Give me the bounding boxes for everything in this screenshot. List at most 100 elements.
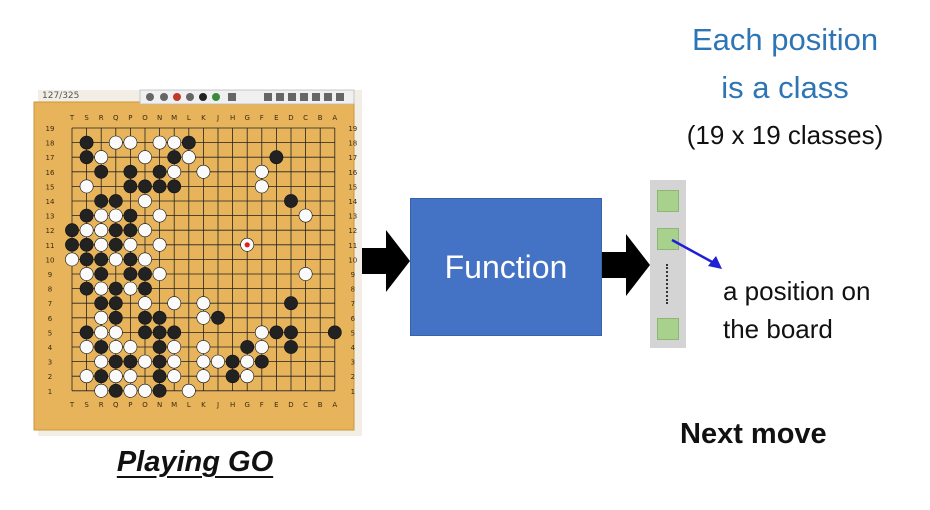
toolbar-icon xyxy=(146,93,154,101)
row-label: 1 xyxy=(48,388,52,396)
col-label: H xyxy=(230,401,235,409)
last-move-marker xyxy=(244,242,250,248)
col-label: A xyxy=(332,401,337,409)
black-stone xyxy=(94,194,109,208)
white-stone xyxy=(123,383,138,398)
col-label: M xyxy=(171,401,177,409)
toolbar-icon xyxy=(336,93,344,101)
white-stone xyxy=(196,296,211,311)
row-label: 4 xyxy=(48,344,53,352)
black-stone xyxy=(123,354,138,369)
col-label: A xyxy=(332,114,337,122)
black-stone xyxy=(79,281,94,296)
white-stone xyxy=(108,369,123,384)
row-label: 11 xyxy=(46,242,55,250)
white-stone xyxy=(94,150,109,165)
white-stone xyxy=(65,252,79,267)
row-label: 11 xyxy=(348,242,357,250)
col-label: J xyxy=(216,401,219,409)
black-stone xyxy=(108,194,123,208)
black-stone xyxy=(269,150,284,165)
col-label: E xyxy=(274,114,278,122)
white-stone xyxy=(138,150,152,165)
white-stone xyxy=(94,281,109,296)
toolbar-icon xyxy=(264,93,272,101)
black-stone xyxy=(138,325,152,340)
black-stone xyxy=(79,150,94,165)
white-stone xyxy=(254,164,269,179)
col-label: T xyxy=(69,401,75,409)
row-label: 7 xyxy=(48,300,52,308)
white-stone xyxy=(94,237,109,252)
black-stone xyxy=(152,325,167,340)
black-stone xyxy=(152,354,167,369)
black-stone xyxy=(167,325,182,340)
black-stone xyxy=(254,354,269,369)
ellipsis-dots xyxy=(666,264,672,304)
board-toolbar xyxy=(139,89,355,105)
input-arrow xyxy=(362,230,410,292)
white-stone xyxy=(167,135,182,150)
output-arrow xyxy=(602,234,650,296)
white-stone xyxy=(79,369,94,384)
white-stone xyxy=(108,208,123,223)
toolbar-icon xyxy=(276,93,284,101)
black-stone xyxy=(152,340,167,354)
white-stone xyxy=(108,135,123,150)
col-label: R xyxy=(99,114,104,122)
col-label: G xyxy=(244,114,249,122)
black-stone xyxy=(225,369,240,384)
black-stone xyxy=(152,179,167,194)
black-stone xyxy=(79,325,94,340)
white-stone xyxy=(254,340,269,354)
white-stone xyxy=(196,354,211,369)
black-stone xyxy=(94,164,109,179)
col-label: L xyxy=(187,401,191,409)
white-stone xyxy=(167,354,182,369)
row-label: 8 xyxy=(48,286,52,294)
black-stone xyxy=(123,223,138,238)
black-stone xyxy=(79,135,94,150)
col-label: K xyxy=(201,401,206,409)
black-stone xyxy=(138,310,152,325)
col-label: T xyxy=(69,114,75,122)
black-stone xyxy=(284,340,298,354)
col-label: N xyxy=(157,114,162,122)
row-label: 16 xyxy=(348,169,357,177)
toolbar-icon xyxy=(228,93,236,101)
col-label: D xyxy=(288,401,293,409)
white-stone xyxy=(167,164,182,179)
annotation-line-1: a position on xyxy=(723,276,871,306)
subtitle: (19 x 19 classes) xyxy=(686,120,884,150)
row-label: 18 xyxy=(46,140,55,148)
input-caption: Playing GO xyxy=(60,446,330,479)
annotation-line-2: the board xyxy=(723,314,833,344)
row-label: 19 xyxy=(348,125,357,133)
row-label: 15 xyxy=(46,183,55,191)
white-stone xyxy=(152,135,167,150)
row-label: 12 xyxy=(348,227,357,235)
toolbar-icon xyxy=(212,93,220,101)
col-label: F xyxy=(260,401,264,409)
black-stone xyxy=(152,310,167,325)
white-stone xyxy=(298,208,313,223)
col-label: P xyxy=(128,114,132,122)
col-label: H xyxy=(230,114,235,122)
row-label: 18 xyxy=(348,140,357,148)
black-stone xyxy=(108,281,123,296)
col-label: R xyxy=(99,401,104,409)
black-stone xyxy=(152,164,167,179)
row-label: 4 xyxy=(351,344,356,352)
black-stone xyxy=(79,252,94,267)
toolbar-icon xyxy=(312,93,320,101)
col-label: C xyxy=(303,401,308,409)
col-label: L xyxy=(187,114,191,122)
col-label: O xyxy=(142,114,148,122)
white-stone xyxy=(108,252,123,267)
white-stone xyxy=(123,369,138,384)
white-stone xyxy=(138,354,152,369)
function-box: Function xyxy=(410,198,602,336)
class-cell-selected xyxy=(657,228,679,250)
black-stone xyxy=(108,354,123,369)
